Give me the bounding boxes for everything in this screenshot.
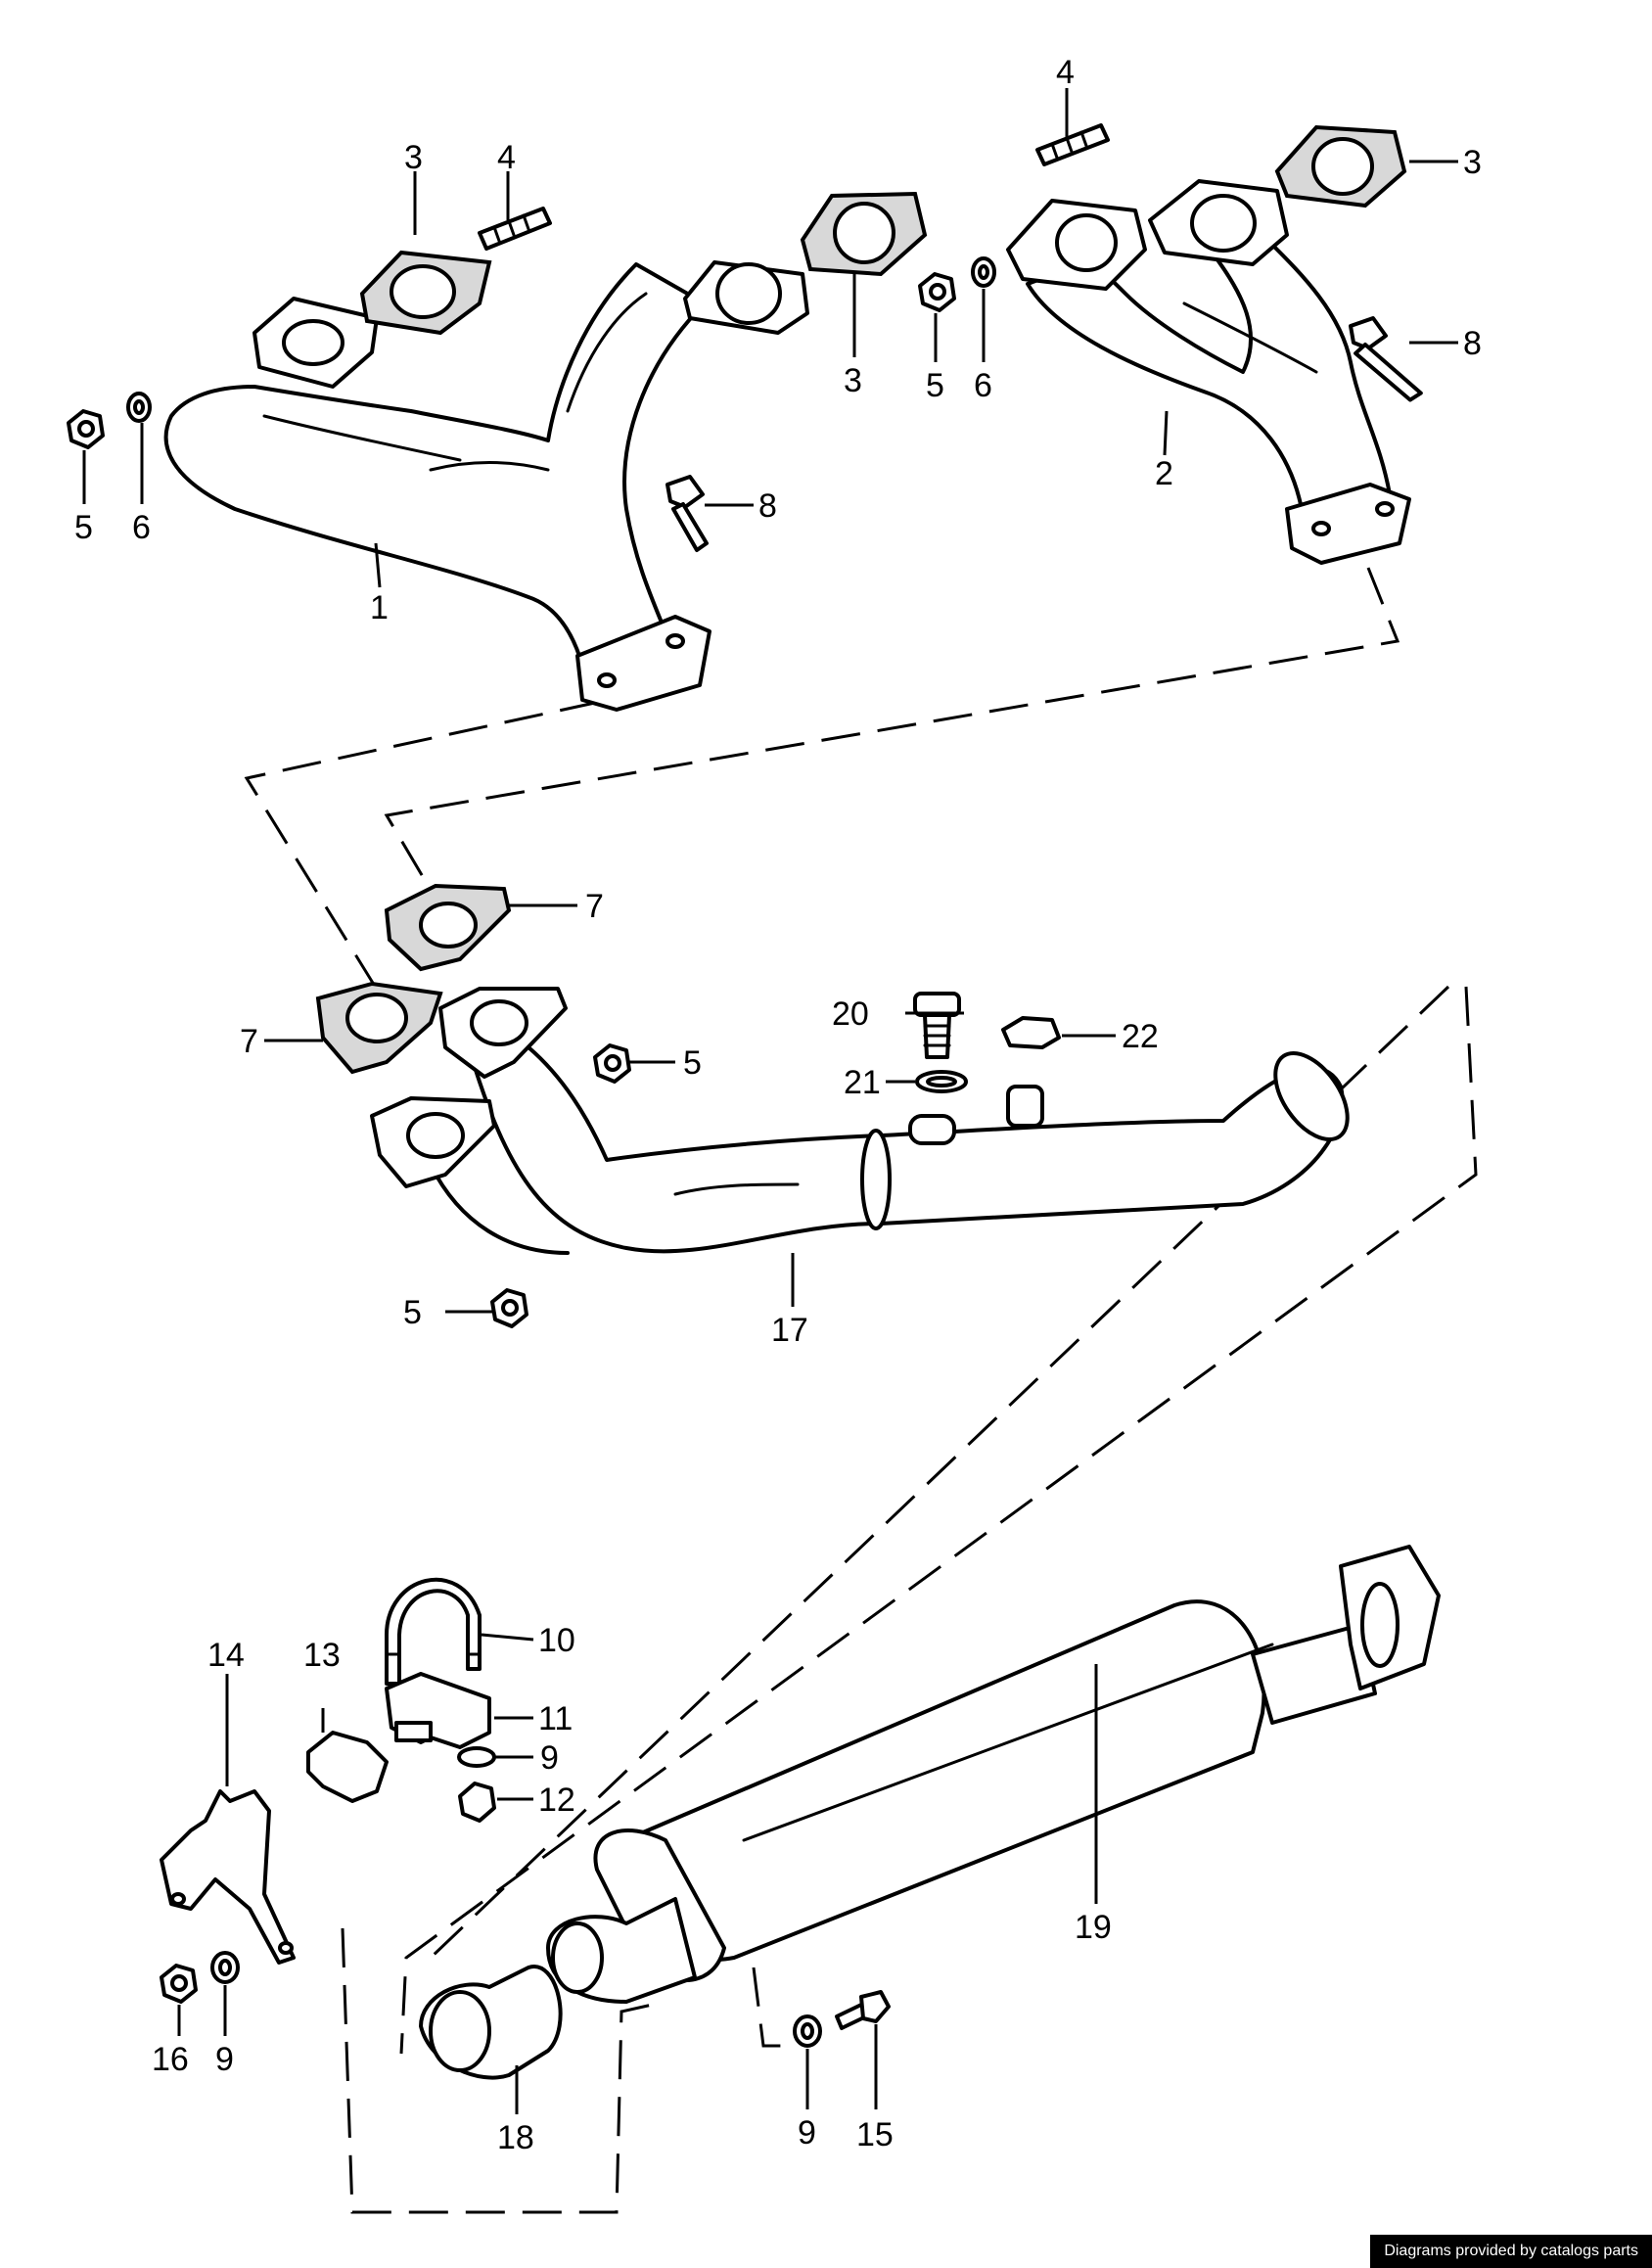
gasket-3-left: [359, 250, 492, 336]
callout-13: 13: [303, 1637, 341, 1674]
nut-16: [160, 1964, 198, 2004]
callout-6-middle: 6: [974, 367, 992, 404]
callout-9-bracket: 9: [215, 2041, 234, 2078]
callout-15: 15: [856, 2116, 894, 2153]
callout-16: 16: [152, 2041, 189, 2078]
credit-banner: Diagrams provided by catalogs parts: [1370, 2235, 1652, 2268]
assembly-dashed-lines: [244, 567, 1478, 2214]
front-pipe-17: [429, 1045, 1350, 1255]
callout-19: 19: [1075, 1909, 1112, 1946]
manifold-left-flange-a: [252, 297, 379, 389]
callout-8-left: 8: [758, 487, 777, 525]
washer-9-bracket: [210, 1951, 240, 1984]
callout-5-pipe-upper: 5: [683, 1044, 702, 1082]
callout-9-muffler: 9: [798, 2114, 816, 2152]
callout-10: 10: [538, 1622, 575, 1659]
manifold-left-flange-b: [683, 260, 809, 335]
callout-21: 21: [844, 1064, 881, 1101]
exhaust-manifold-left: [163, 262, 707, 687]
manifold-right-flange-b: [1148, 179, 1289, 266]
stud-4-right: [1035, 123, 1110, 166]
nut-5-pipe-upper: [593, 1043, 631, 1084]
callout-22: 22: [1122, 1018, 1159, 1055]
callout-17: 17: [771, 1312, 808, 1349]
cap-nut-22: [1001, 1016, 1061, 1049]
callout-2: 2: [1155, 455, 1173, 492]
stud-4-left: [478, 207, 552, 251]
front-pipe-flange-upper: [438, 987, 568, 1079]
washer-6-top-middle: [971, 256, 996, 288]
callout-11: 11: [538, 1700, 573, 1737]
nut-5-top-left: [67, 409, 105, 449]
callout-7-upper: 7: [585, 888, 604, 925]
muffler-19: [593, 1545, 1441, 1982]
callout-8-right: 8: [1463, 325, 1482, 362]
callout-labels: 1 2 3 3 3 4 4 5 5 5 5 6 6 7 7 8 8 9 9 9 …: [74, 54, 1482, 2156]
washer-9-clamp: [457, 1746, 496, 1768]
nut-5-top-middle: [918, 272, 956, 312]
callout-14: 14: [207, 1637, 245, 1674]
callout-4-left: 4: [497, 139, 516, 176]
u-clamp-10: [385, 1577, 482, 1686]
bracket-14: [160, 1789, 296, 1965]
seal-ring-21: [915, 1070, 968, 1093]
leader-lines: [82, 88, 1458, 2114]
manifold-left-outlet-flange: [575, 615, 711, 712]
plug-20: [913, 992, 961, 1059]
callout-3-left: 3: [404, 139, 423, 176]
gasket-3-right: [1274, 124, 1407, 208]
bolt-15: [835, 1990, 891, 2030]
washer-9-muffler: [793, 2014, 822, 2048]
callout-5-top-middle: 5: [926, 367, 944, 404]
nut-12: [458, 1782, 496, 1823]
callout-20: 20: [832, 995, 869, 1033]
callout-12: 12: [538, 1782, 575, 1819]
clamp-plate-11: [385, 1672, 491, 1749]
callout-6-left: 6: [132, 509, 151, 546]
manifold-right-outlet-flange: [1285, 483, 1411, 565]
front-pipe-flange-lower: [370, 1096, 496, 1188]
callout-7-lower: 7: [240, 1023, 258, 1060]
callout-4-right: 4: [1056, 54, 1075, 91]
callout-5-pipe-lower: 5: [403, 1294, 422, 1331]
gasket-3-middle: [800, 191, 928, 277]
tailpipe-18: [419, 1897, 697, 2080]
callout-3-right: 3: [1463, 144, 1482, 181]
callout-18: 18: [497, 2119, 534, 2156]
gasket-7-upper: [384, 883, 512, 972]
bolt-8-right: [1349, 316, 1423, 402]
gasket-7-lower: [315, 981, 443, 1075]
callout-1: 1: [370, 589, 389, 626]
manifold-right-flange-a: [1006, 199, 1147, 291]
bolt-8-left: [665, 475, 709, 552]
exhaust-manifold-right: [1026, 243, 1392, 511]
nut-5-pipe-lower: [490, 1288, 528, 1328]
callout-3-middle: 3: [844, 362, 862, 399]
washer-6-top-left: [126, 392, 152, 423]
rubber-mount-13: [306, 1731, 389, 1803]
callout-5-top-left: 5: [74, 509, 93, 546]
callout-9-clamp: 9: [540, 1739, 559, 1777]
